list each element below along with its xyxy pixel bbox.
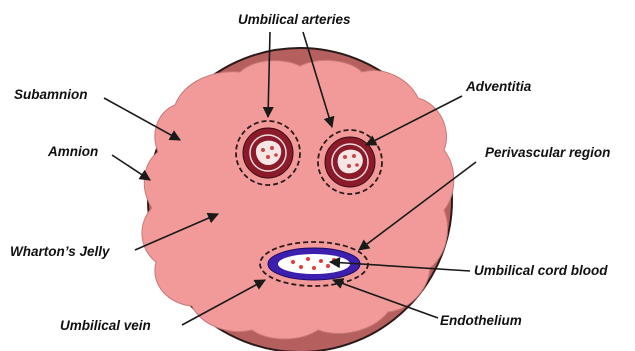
blood-cell (326, 264, 330, 268)
blood-cell (319, 259, 323, 263)
label-adventitia: Adventitia (466, 80, 531, 94)
label-endothelium: Endothelium (440, 314, 522, 328)
label-umbilical-arteries: Umbilical arteries (238, 13, 351, 27)
blood-cell (291, 260, 295, 264)
artery-right-cell (343, 155, 347, 159)
label-amnion: Amnion (48, 145, 98, 159)
blood-cell (306, 257, 310, 261)
artery-right-cell (347, 164, 351, 168)
label-subamnion: Subamnion (14, 88, 88, 102)
label-umbilical-cord-blood: Umbilical cord blood (474, 264, 608, 278)
arrow-amnion (112, 155, 150, 180)
label-perivascular-region: Perivascular region (485, 146, 610, 160)
vein-lumen (278, 254, 350, 274)
blood-cell (299, 265, 303, 269)
artery-right-cell (352, 154, 356, 158)
label-umbilical-vein: Umbilical vein (60, 319, 151, 333)
artery-left-cell (266, 155, 270, 159)
artery-left-cell (274, 153, 278, 157)
label-whartons-jelly: Wharton’s Jelly (10, 245, 110, 259)
blood-cell (312, 266, 316, 270)
artery-left-cell (261, 148, 265, 152)
artery-left-cell (270, 146, 274, 150)
whartons-jelly-region (142, 60, 454, 339)
artery-right-cell (355, 163, 359, 167)
